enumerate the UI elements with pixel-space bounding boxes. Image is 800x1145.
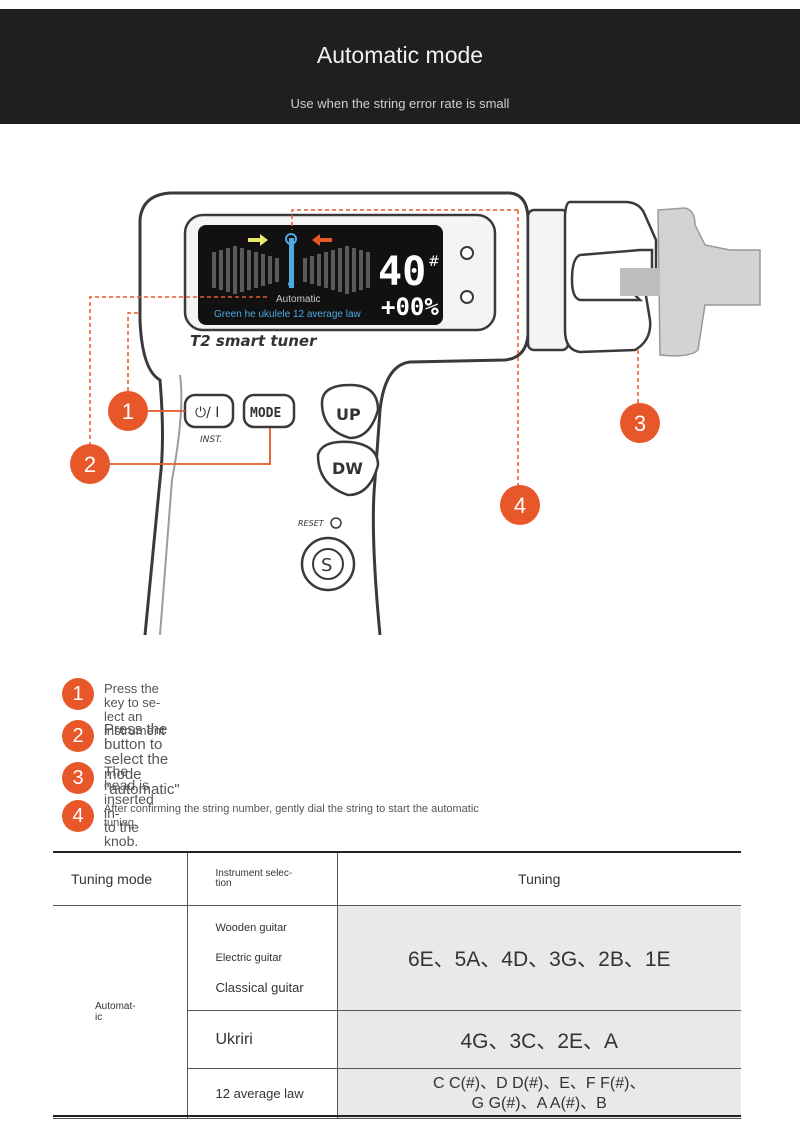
svg-text:4: 4 (514, 493, 526, 518)
callout-1: 1 (108, 391, 148, 431)
table-bottom-rule (53, 1115, 741, 1117)
table-row: 12 average law C C(#)、D D(#)、E、F F(#)、 G… (53, 1068, 741, 1119)
legend-number: 4 (62, 800, 94, 832)
down-button (316, 440, 380, 497)
legend-text-line: mode "automatic" (104, 766, 180, 798)
table-row: Ukriri 4G、3C、2E、A (53, 1010, 741, 1069)
column-header-tuning: Tuning (336, 852, 741, 906)
callout-2: 2 (70, 444, 110, 484)
brand-label: T2 smart tuner (190, 332, 318, 350)
lcd-sharp: # (428, 254, 440, 270)
legend-number: 1 (62, 678, 94, 710)
legend-text-line: The head is inserted in- (104, 763, 154, 821)
svg-text:S: S (321, 555, 332, 576)
svg-text:2: 2 (84, 452, 96, 477)
page-subtitle: Use when the string error rate is small (290, 96, 510, 111)
lcd-reading: 40 (378, 249, 426, 295)
lcd-mode-label: Automatic (276, 294, 320, 305)
instrument-cell: Wooden guitar Electric guitar Classical … (186, 905, 338, 1011)
knob-socket (657, 207, 761, 357)
callout-4: 4 (500, 485, 540, 525)
column-header-instrument: Instrument selec- tion (186, 852, 338, 906)
tuning-cell: C C(#)、D D(#)、E、F F(#)、 G G(#)、A A(#)、B (336, 1068, 741, 1119)
tuning-cell: 4G、3C、2E、A (336, 1010, 741, 1069)
svg-text:⏻/ I: ⏻/ I (195, 405, 219, 421)
page-title: Automatic mode (316, 42, 484, 68)
svg-text:1: 1 (122, 399, 134, 424)
legend-text-line: Press the key to se- (104, 681, 161, 710)
svg-text:MODE: MODE (250, 406, 281, 421)
tuner-body-outline (138, 191, 530, 636)
mode-button (242, 393, 296, 429)
instrument-cell: Ukriri (186, 1010, 338, 1069)
legend-text-line: tuning. (104, 817, 138, 829)
lcd-percent: +00% (381, 293, 439, 321)
sharp-arrow-icon (312, 234, 332, 246)
column-header-mode: Tuning mode (53, 852, 188, 906)
flat-arrow-icon (248, 234, 268, 246)
legend-number: 3 (62, 762, 94, 794)
svg-text:DW: DW (332, 459, 363, 478)
svg-text:UP: UP (336, 405, 361, 424)
legend-text-line: to the knob. (104, 819, 140, 849)
legend-text-line: lect an instrument (104, 709, 165, 738)
header-banner: Automatic mode Use when the string error… (0, 9, 800, 124)
table-row: Automat- ic Wooden guitar Electric guita… (53, 905, 741, 1119)
tuner-illustration: 40 # +00% Automatic Green he ukulele 12 … (70, 191, 761, 636)
table-top-rule (53, 851, 741, 853)
legend-text-line: After confirming the string number, gent… (104, 803, 479, 815)
tuning-cell: 6E、5A、4D、3G、2B、1E (336, 905, 741, 1011)
mode-cell: Automat- ic (53, 905, 188, 1119)
instrument-cell: 12 average law (186, 1068, 338, 1119)
table-header-row: Tuning mode Instrument selec- tion Tunin… (53, 852, 741, 906)
svg-text:3: 3 (634, 411, 646, 436)
reset-hole (330, 517, 342, 529)
inst-label: INST. (200, 435, 222, 445)
lcd-instrument-label: Green he ukulele 12 average law (214, 309, 362, 320)
callout-3: 3 (620, 403, 660, 443)
legend-number: 2 (62, 720, 94, 752)
tuning-meter-bars (212, 233, 370, 294)
up-button (320, 383, 380, 440)
reset-label: RESET (298, 519, 325, 528)
legend-text-line: Press the button to select the (104, 721, 169, 768)
tuning-table: Tuning mode Instrument selec- tion Tunin… (53, 852, 741, 1119)
